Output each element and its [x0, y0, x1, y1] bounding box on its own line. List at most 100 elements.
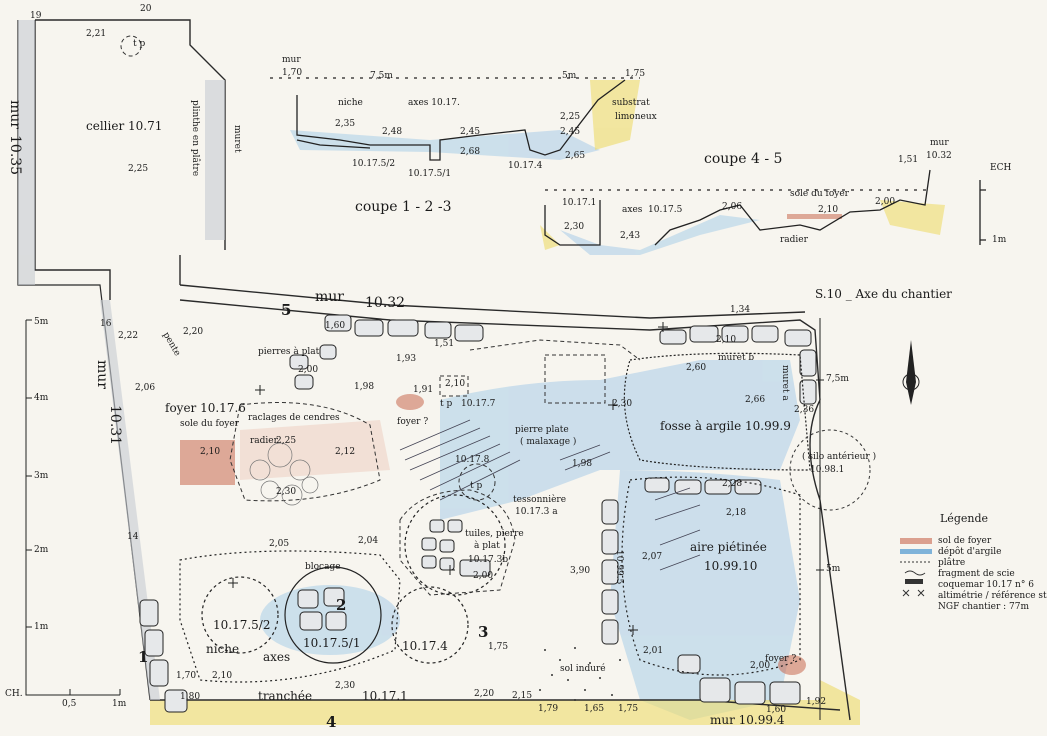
altitude: 2,05 — [269, 539, 290, 549]
scale-bars — [25, 318, 824, 720]
altitude: 2,30 — [564, 222, 585, 232]
altitude: 2,10 — [200, 447, 221, 457]
scale-1m: 1m — [992, 235, 1007, 245]
post-hole-2-label: t p — [470, 481, 483, 491]
trench-ref: 10.17.1 — [362, 689, 408, 703]
altitude: 2,21 — [86, 29, 107, 39]
excavation-plan: cellier 10.71 plinthe en plâtre muret mu… — [5, 5, 1047, 731]
top-wall-number: 10.32 — [365, 295, 406, 311]
section-45-ref-1: 10.17.1 — [562, 198, 597, 208]
altitude: 2,00 — [473, 571, 494, 581]
altitude: 2,06 — [722, 202, 743, 212]
altitude: 2,45 — [460, 127, 481, 137]
altitude: 2,25 — [560, 112, 581, 122]
hearth-label: foyer 10.17.6 — [165, 401, 246, 415]
bedding-label: radier — [250, 436, 278, 446]
silo-label: ( silo antérieur ) — [802, 452, 877, 462]
scale-1m-h: 1m — [112, 699, 127, 709]
unit-10-17-3b: 10.17.3b — [468, 555, 509, 565]
axis-marker-4: 4 — [326, 713, 337, 731]
cellar-label: cellier 10.71 — [86, 119, 163, 133]
altitude: 3,90 — [570, 566, 591, 576]
north-arrow-icon — [902, 340, 920, 405]
section-45-wall: mur — [930, 138, 949, 148]
left-wall-label: mur — [7, 100, 23, 129]
altitude: 1,60 — [325, 321, 346, 331]
scale-5m: 5m — [34, 317, 49, 327]
axis-marker-5: 5 — [281, 301, 292, 319]
left-wall-2-label: mur — [94, 360, 110, 389]
hearth-query-label: foyer ? — [397, 417, 429, 427]
scale-3m: 3m — [34, 471, 49, 481]
altitude: 1,70 — [282, 68, 303, 78]
low-wall-a-label: muret a — [780, 365, 790, 401]
section-123-7-5m: 7,5m — [370, 71, 393, 81]
altitude: 2,01 — [643, 646, 664, 656]
altitude: 2,30 — [276, 487, 297, 497]
feature-outlines — [120, 35, 641, 596]
altitude: 2,06 — [135, 383, 156, 393]
altitude: 2,45 — [560, 127, 581, 137]
silo-ref: 10.98.1 — [810, 465, 845, 475]
section-123-ref-4: 10.17.4 — [508, 161, 543, 171]
ash-circles — [249, 442, 319, 506]
section-45-hearth-floor: sole du foyer — [790, 189, 849, 199]
corner-16: 16 — [100, 319, 112, 329]
section-123-title: coupe 1 - 2 -3 — [355, 199, 452, 215]
altitude: 2,12 — [335, 447, 356, 457]
flat-label: à plat — [474, 541, 500, 551]
section-45-title: coupe 4 - 5 — [704, 151, 783, 167]
section-123-5m: 5m — [562, 71, 577, 81]
altitude: 2,00 — [875, 197, 896, 207]
top-wall-label: mur — [315, 289, 344, 305]
site-axis-label: S.10 _ Axe du chantier — [815, 287, 952, 301]
altitude: 2,20 — [474, 689, 495, 699]
left-wall-number: 10.35 — [7, 135, 23, 176]
altitude: 2,10 — [818, 205, 839, 215]
altitude: 2,15 — [512, 691, 533, 701]
unit-10-17-5-2: 10.17.5/2 — [213, 618, 271, 632]
survey-crosses — [228, 322, 668, 635]
hearth-floor-label: sole du foyer — [180, 419, 239, 429]
scale-1m-v: 1m — [34, 622, 49, 632]
hardened-floor-dots — [539, 647, 621, 701]
left-wall-2-number: 10.31 — [107, 405, 123, 446]
section-123-ref-5-1: 10.17.5/1 — [408, 169, 452, 179]
bottom-wall-label: mur 10.99.4 — [710, 713, 785, 727]
legend-item-plaster: plâtre — [938, 558, 966, 568]
silo-outline — [789, 429, 871, 511]
corner-14: 14 — [127, 532, 139, 542]
altitude: 1,75 — [618, 704, 639, 714]
scale-ch: CH. — [5, 689, 23, 699]
altitude: 1,79 — [538, 704, 559, 714]
altitude: 2,07 — [642, 552, 663, 562]
plaster-plinth-label: plinthe en plâtre — [190, 100, 200, 177]
blocking-label: blocage — [305, 562, 341, 572]
unit-10-99-5: 10.99.5 — [614, 550, 624, 585]
altitude: 1,91 — [413, 385, 434, 395]
altitude: 1,70 — [176, 671, 197, 681]
scale-4m: 4m — [34, 393, 49, 403]
clay-hatching — [399, 419, 701, 571]
altitude: 1,93 — [396, 354, 417, 364]
sherd-pit-ref: 10.17.3 a — [515, 507, 558, 517]
altitude: 1,92 — [806, 697, 827, 707]
section-45-bedding: radier — [780, 235, 808, 245]
altitude: 2,66 — [745, 395, 766, 405]
corner-19: 19 — [30, 11, 42, 21]
altitude: 2,10 — [716, 335, 737, 345]
section-123-axes: axes 10.17. — [408, 98, 460, 108]
altitude: 2,22 — [118, 331, 139, 341]
altitude: 2,35 — [335, 119, 356, 129]
section-123-wall: mur — [282, 55, 301, 65]
altitude: 2,28 — [722, 479, 743, 489]
legend-item-clay-deposit: dépôt d'argile — [938, 547, 1002, 557]
altitude: 2,68 — [460, 147, 481, 157]
trampled-area-ref: 10.99.10 — [704, 559, 758, 573]
altitude: 2,04 — [358, 536, 379, 546]
low-wall-label: muret — [232, 125, 242, 153]
altitude: 2,48 — [382, 127, 403, 137]
tiles-label: tuiles, pierre — [465, 529, 524, 539]
altitude: 2,18 — [726, 508, 747, 518]
altitude: 2,30 — [612, 399, 633, 409]
